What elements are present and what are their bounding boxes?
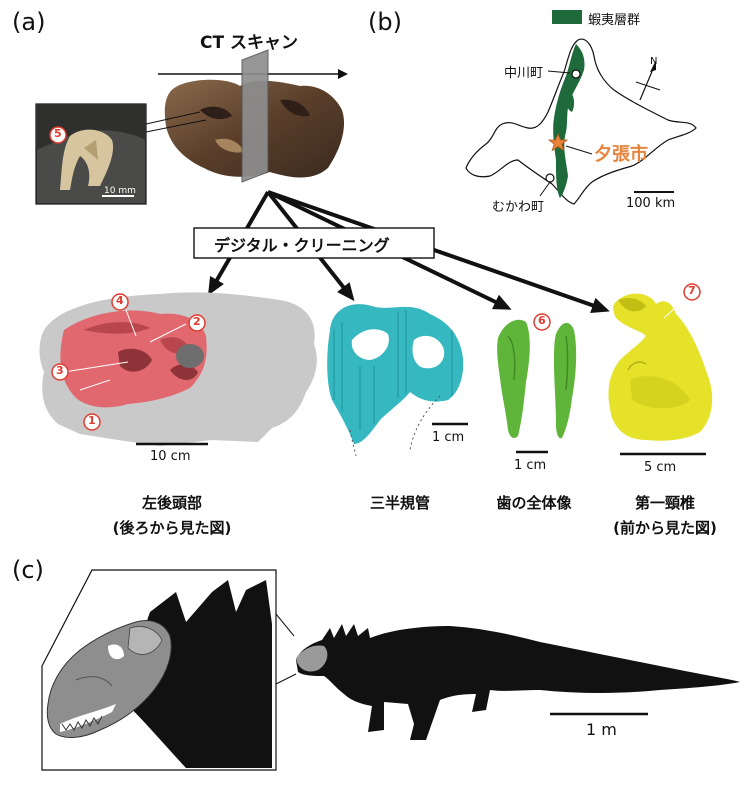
dinosaur-silhouette bbox=[296, 624, 740, 740]
legend-swatch bbox=[552, 10, 582, 24]
marker-6 bbox=[533, 313, 551, 331]
marker-5 bbox=[49, 126, 67, 144]
canal-dotted-right bbox=[409, 395, 441, 451]
hokkaido-map bbox=[465, 38, 697, 205]
caption-skull-line2: (後ろから見た図) bbox=[112, 519, 232, 537]
caption-canal-line1: 三半規管 bbox=[369, 494, 430, 512]
map-north-label: N bbox=[650, 56, 658, 67]
caption-canal: 三半規管 bbox=[340, 492, 460, 513]
vertebra-scale-label: 5 cm bbox=[644, 460, 677, 475]
tooth-views bbox=[497, 319, 577, 439]
marker-4 bbox=[111, 293, 129, 311]
marker-4-label: 4 bbox=[116, 294, 124, 307]
caption-tooth-line1: 歯の全体像 bbox=[496, 494, 572, 512]
marker-2-label: 2 bbox=[193, 315, 201, 328]
town-marker-north bbox=[571, 69, 581, 79]
skull-zoom-drawing bbox=[46, 580, 272, 768]
cleaning-box bbox=[193, 227, 435, 259]
map-legend-label: 蝦夷層群 bbox=[588, 13, 641, 28]
map-scale-label: 100 km bbox=[626, 196, 676, 211]
map-city: 夕張市 bbox=[594, 144, 648, 165]
caption-vertebra-line2: (前から見た図) bbox=[613, 519, 717, 537]
map-town-north: 中川町 bbox=[504, 66, 544, 81]
north-arrow-icon bbox=[635, 60, 661, 101]
marker-7 bbox=[683, 283, 701, 301]
skull-scale-label: 10 cm bbox=[150, 449, 191, 464]
marker-7-label: 7 bbox=[688, 284, 696, 297]
silhouette-scale-label: 1 m bbox=[586, 720, 617, 739]
marker-5-label: 5 bbox=[54, 127, 62, 140]
city-leader bbox=[565, 145, 593, 155]
first-cervical-vertebra bbox=[608, 293, 713, 441]
inset-leader-2 bbox=[145, 119, 207, 133]
inset-photo bbox=[35, 103, 147, 205]
map-town-south: むかわ町 bbox=[492, 200, 545, 215]
town-leader-north bbox=[547, 70, 571, 74]
canal-scale-label: 1 cm bbox=[432, 430, 465, 445]
marker-1 bbox=[83, 413, 101, 431]
city-star-icon bbox=[547, 132, 569, 152]
panel-label-c: (c) bbox=[12, 556, 44, 584]
digital-cleaning-label: デジタル・クリーニング bbox=[214, 236, 390, 255]
caption-skull: 左後頭部 (後ろから見た図) bbox=[92, 492, 252, 538]
ct-scan-label: CT スキャン bbox=[200, 33, 298, 53]
town-marker-south bbox=[545, 173, 555, 183]
marker-1-label: 1 bbox=[88, 414, 96, 427]
caption-vertebra: 第一頸椎 (前から見た図) bbox=[590, 492, 740, 538]
marker-7-leader bbox=[663, 299, 685, 319]
marker-3 bbox=[51, 363, 69, 381]
marker-3-label: 3 bbox=[56, 364, 64, 377]
marker-2 bbox=[188, 314, 206, 332]
tooth-scale-label: 1 cm bbox=[514, 458, 547, 473]
panel-label-b: (b) bbox=[368, 8, 402, 36]
caption-tooth: 歯の全体像 bbox=[474, 492, 594, 513]
town-leader-south bbox=[539, 181, 551, 197]
caption-vertebra-line1: 第一頸椎 bbox=[634, 494, 695, 512]
panel-label-a: (a) bbox=[12, 8, 46, 36]
inset-leader bbox=[145, 111, 201, 125]
skull-reconstruction bbox=[39, 292, 317, 446]
caption-skull-line1: 左後頭部 bbox=[141, 494, 202, 512]
scan-plane bbox=[241, 49, 269, 183]
semicircular-canals bbox=[327, 304, 464, 444]
inset-scale-label: 10 mm bbox=[104, 186, 136, 196]
marker-6-label: 6 bbox=[538, 314, 546, 327]
